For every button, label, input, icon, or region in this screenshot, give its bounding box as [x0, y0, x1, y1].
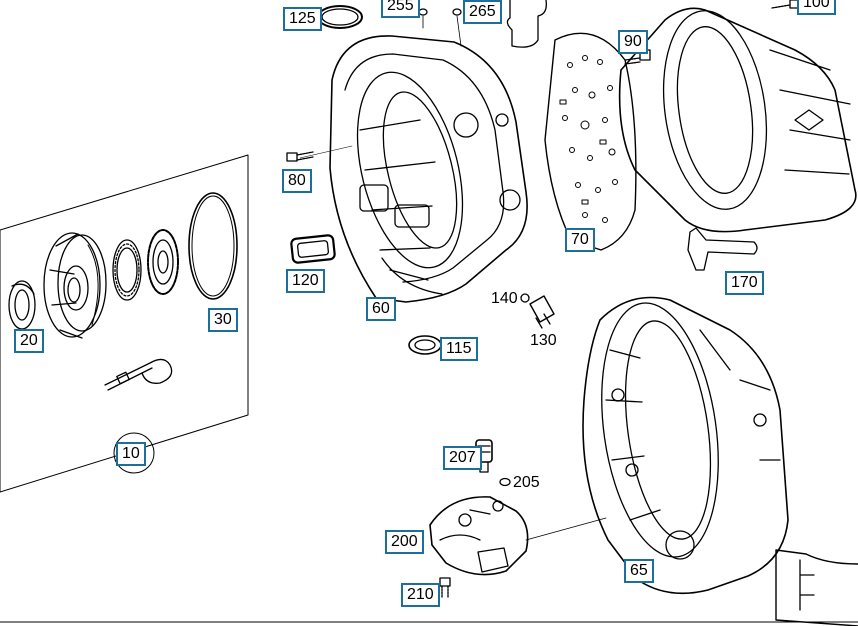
bolt-80 [286, 145, 353, 162]
callout-255[interactable]: 255 [381, 0, 420, 18]
callout-170[interactable]: 170 [725, 271, 764, 295]
converter-housing-65 [582, 296, 789, 595]
callout-60[interactable]: 60 [366, 297, 396, 321]
bolt-100 [771, 0, 799, 9]
callout-65[interactable]: 65 [624, 559, 654, 583]
washer-265 [452, 8, 462, 16]
callout-120[interactable]: 120 [286, 269, 325, 293]
bracket-170 [687, 227, 758, 271]
callout-207[interactable]: 207 [443, 446, 482, 470]
intermediate-housing-60 [329, 35, 528, 303]
label-140: 140 [491, 290, 518, 307]
plug-130-140 [520, 293, 555, 329]
o-ring-205 [499, 477, 511, 487]
oil-pump-kit-panel [0, 154, 249, 493]
seal-ring-20 [8, 280, 36, 330]
bolt-210 [439, 577, 451, 599]
cable-tie [104, 358, 173, 391]
callout-90[interactable]: 90 [618, 30, 648, 54]
callout-20[interactable]: 20 [14, 329, 44, 353]
callout-200[interactable]: 200 [385, 530, 424, 554]
oil-pump-body [43, 232, 107, 339]
drive-gear [147, 229, 179, 295]
callout-30[interactable]: 30 [208, 308, 238, 332]
callout-70[interactable]: 70 [565, 228, 595, 252]
corner-thumbnail [775, 549, 858, 626]
callout-265[interactable]: 265 [463, 0, 502, 24]
transmission-housing [618, 7, 857, 233]
callout-210[interactable]: 210 [401, 583, 440, 607]
seal-115 [408, 335, 442, 355]
label-130: 130 [530, 332, 557, 349]
separator-plate-70 [544, 32, 637, 251]
label-205: 205 [513, 474, 540, 491]
callout-10[interactable]: 10 [116, 442, 146, 466]
o-ring-30 [188, 192, 238, 300]
callout-115[interactable]: 115 [440, 337, 478, 361]
washer-255 [418, 8, 428, 16]
seal-120 [290, 234, 336, 264]
ring-gear [112, 239, 142, 301]
callout-125[interactable]: 125 [283, 7, 322, 31]
callout-100[interactable]: 100 [797, 0, 836, 15]
callout-80[interactable]: 80 [282, 169, 312, 193]
control-unit-200 [429, 496, 607, 576]
gasket-ring-125 [317, 5, 363, 29]
